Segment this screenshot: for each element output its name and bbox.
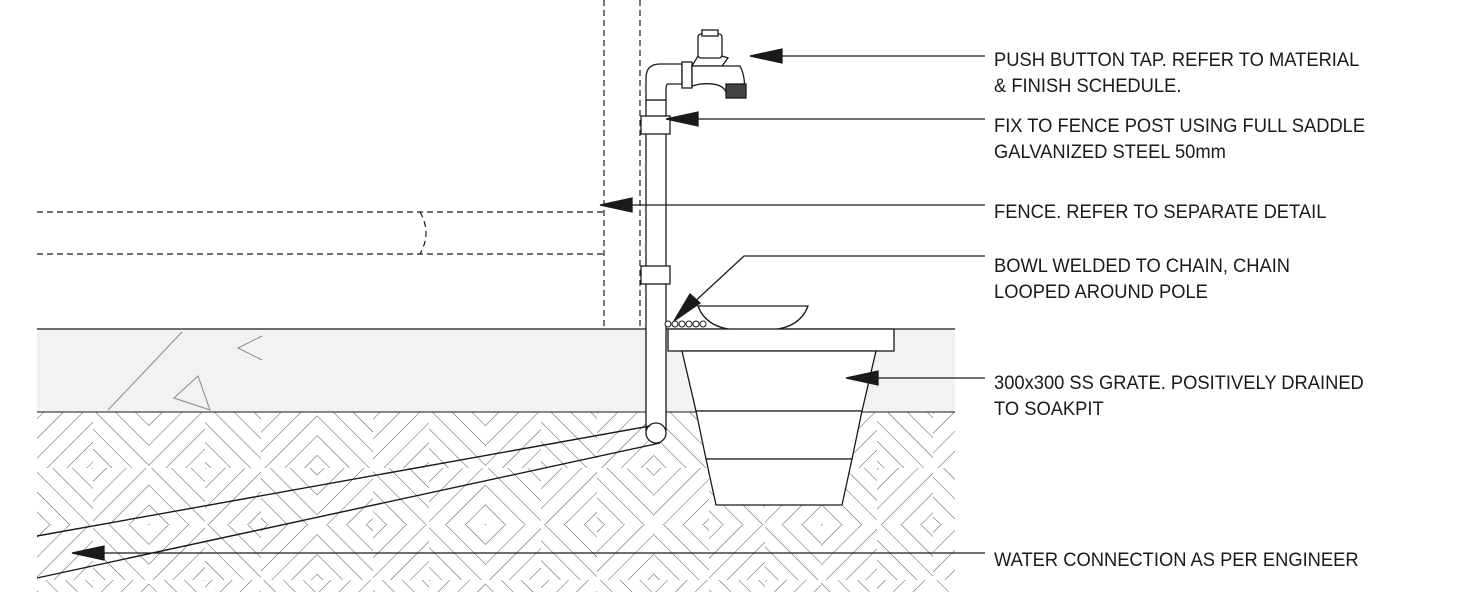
annotation-ss-grate: 300x300 SS GRATE. POSITIVELY DRAINED TO … xyxy=(994,372,1364,420)
soil-hatch-block xyxy=(597,580,653,592)
push-button-tap xyxy=(681,29,747,99)
soil-hatch-block xyxy=(877,468,933,524)
soil-hatch-block xyxy=(485,412,541,468)
soil-hatch-block xyxy=(541,580,597,592)
bowl xyxy=(697,305,809,331)
soil-hatch-block xyxy=(93,412,149,468)
soil-hatch-block xyxy=(597,412,653,468)
soil-hatch-block xyxy=(149,412,205,468)
soil-hatch-block xyxy=(933,412,955,468)
soil-hatch-block xyxy=(877,524,933,580)
soil-hatch-block xyxy=(261,468,317,524)
soil-hatch-block xyxy=(37,468,93,524)
soil-hatch-block xyxy=(205,524,261,580)
soil-hatch-block xyxy=(261,580,317,592)
soil-hatch-block xyxy=(541,524,597,580)
soil-hatch-block xyxy=(205,412,261,468)
soil-hatch-block xyxy=(709,580,765,592)
soil-hatch-block xyxy=(0,524,37,580)
soil-hatch-block xyxy=(0,468,37,524)
water-connection-pipe xyxy=(36,425,661,579)
soil-hatch-block xyxy=(877,580,933,592)
soil-hatch-block xyxy=(821,524,877,580)
soil-hatch-block xyxy=(93,580,149,592)
soil-hatch-block xyxy=(485,580,541,592)
soil-hatch-block xyxy=(541,468,597,524)
soil-hatch-block xyxy=(373,468,429,524)
soil-hatch-block xyxy=(373,412,429,468)
soil-hatch-block xyxy=(429,468,485,524)
soil-hatch-block xyxy=(317,524,373,580)
leader-lines xyxy=(71,48,985,561)
soil-hatch-block xyxy=(933,580,955,592)
soil-hatch-block xyxy=(597,468,653,524)
annotation-water-connection: WATER CONNECTION AS PER ENGINEER xyxy=(994,549,1359,571)
saddle-clamps xyxy=(640,115,671,285)
soil-hatch-block xyxy=(373,580,429,592)
soil-hatch-block xyxy=(261,524,317,580)
soil-hatch-block xyxy=(485,468,541,524)
soil-hatch-block xyxy=(149,468,205,524)
soil-hatch-block xyxy=(0,412,37,468)
soil-hatch-block xyxy=(149,580,205,592)
soil-hatch-block xyxy=(709,524,765,580)
soil-hatch-block xyxy=(0,356,37,412)
grate-soakpit xyxy=(667,328,895,506)
soil-hatch-block xyxy=(597,524,653,580)
soil-hatch-block xyxy=(93,468,149,524)
soil-hatch-block xyxy=(765,580,821,592)
soil-hatch-block xyxy=(653,524,709,580)
soil-hatch-block xyxy=(765,524,821,580)
soil-hatch-block xyxy=(37,412,93,468)
soil-hatch-block xyxy=(0,580,37,609)
supply-pipe xyxy=(645,63,683,444)
annotation-bowl-chain: BOWL WELDED TO CHAIN, CHAIN LOOPED AROUN… xyxy=(994,255,1291,303)
fence-outline xyxy=(37,0,641,329)
soil-hatch-block xyxy=(653,580,709,592)
soil-hatch-block xyxy=(261,412,317,468)
chain xyxy=(664,320,707,328)
soil-hatch-block xyxy=(933,468,955,524)
soil-hatch-block xyxy=(205,468,261,524)
annotation-fence-post-saddle: FIX TO FENCE POST USING FULL SADDLE GALV… xyxy=(994,115,1366,163)
concrete-symbols xyxy=(107,331,263,411)
soil-hatch-block xyxy=(429,580,485,592)
soil-hatch-block xyxy=(373,524,429,580)
annotation-fence: FENCE. REFER TO SEPARATE DETAIL xyxy=(994,201,1327,223)
soil-hatch-block xyxy=(933,524,955,580)
soil-hatch-block xyxy=(429,524,485,580)
soil-hatch-block xyxy=(821,580,877,592)
soil-hatch-block xyxy=(205,580,261,592)
soil-hatch-block xyxy=(653,468,709,524)
soil-hatch-block xyxy=(877,412,933,468)
soil-hatch-block xyxy=(429,412,485,468)
soil-hatch-block xyxy=(37,580,93,592)
soil-hatch-block xyxy=(485,524,541,580)
soil-hatch-block xyxy=(317,580,373,592)
soil-hatch-block xyxy=(317,412,373,468)
annotation-push-button-tap: PUSH BUTTON TAP. REFER TO MATERIAL & FIN… xyxy=(994,49,1360,97)
